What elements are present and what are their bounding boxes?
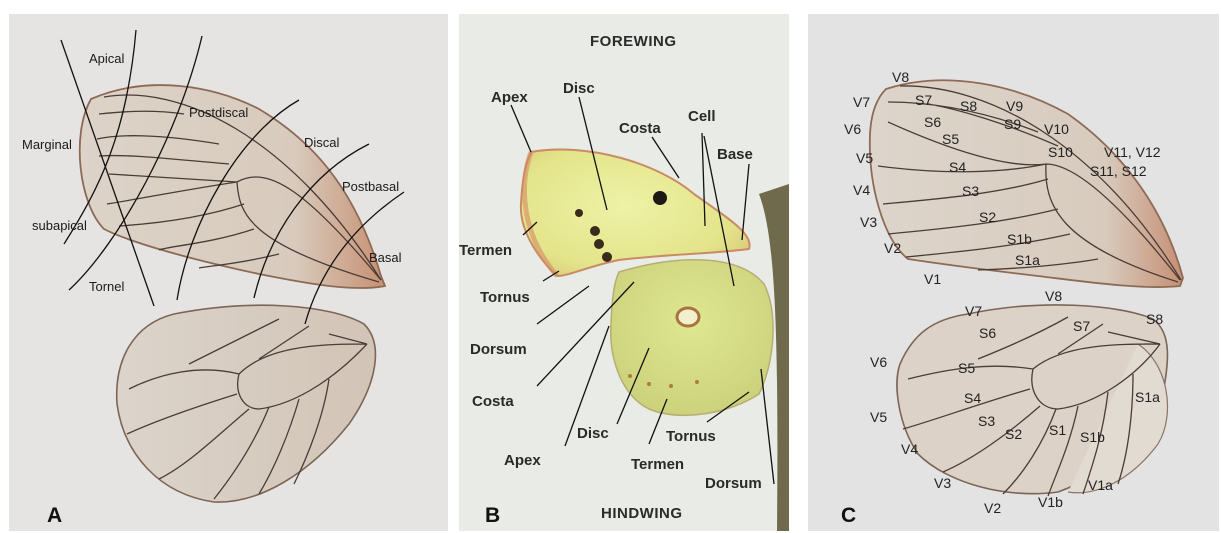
label-dorsum-forewing: Dorsum [470, 341, 527, 358]
hw-label-s3: S3 [978, 413, 995, 429]
forewing-spot-4 [602, 252, 612, 262]
hindwing-discal-spot [677, 308, 699, 326]
hw-label-s8: S8 [1146, 311, 1163, 327]
hw-label-s2: S2 [1005, 426, 1022, 442]
fw-label-v8: V8 [892, 69, 909, 85]
hw-label-v7: V7 [965, 303, 982, 319]
label-postbasal: Postbasal [342, 179, 399, 194]
hindwing-title: HINDWING [601, 505, 683, 522]
fw-label-s2: S2 [979, 209, 996, 225]
label-costa-forewing: Costa [619, 120, 661, 137]
label-base: Base [717, 146, 753, 163]
hw-label-v2: V2 [984, 500, 1001, 516]
hw-label-s6: S6 [979, 325, 996, 341]
panel-a-figure: Apical Postdiscal Marginal Discal Postba… [9, 14, 448, 531]
fw-label-v1: V1 [924, 271, 941, 287]
label-apical: Apical [89, 51, 125, 66]
fw-label-s4: S4 [949, 159, 966, 175]
fw-label-s1a: S1a [1015, 252, 1040, 268]
label-marginal: Marginal [22, 137, 72, 152]
forewing-discal-spot [653, 191, 667, 205]
fw-label-s5: S5 [942, 131, 959, 147]
label-dorsum-hindwing: Dorsum [705, 475, 762, 492]
forewing-spot-1 [575, 209, 583, 217]
fw-label-v2: V2 [884, 240, 901, 256]
fw-label-s7: S7 [915, 92, 932, 108]
label-disc-forewing: Disc [563, 80, 595, 97]
fw-label-v11-v12: V11, V12 [1104, 144, 1161, 160]
label-termen-hindwing: Termen [631, 456, 684, 473]
forewing-spot-3 [594, 239, 604, 249]
label-cell: Cell [688, 108, 716, 125]
hw-label-s5: S5 [958, 360, 975, 376]
label-tornel: Tornel [89, 279, 125, 294]
hw-label-s4: S4 [964, 390, 981, 406]
label-costa-hindwing: Costa [472, 393, 514, 410]
panel-letter-c: C [841, 504, 856, 527]
label-disc-hindwing: Disc [577, 425, 609, 442]
hw-label-v1b: V1b [1038, 494, 1063, 510]
fw-label-s6: S6 [924, 114, 941, 130]
forewing-spot-2 [590, 226, 600, 236]
panel-b-wing-margins: FOREWING HINDWING Apex Disc Costa Cell B… [459, 14, 789, 531]
panel-letter-b: B [485, 504, 500, 527]
fw-label-s1b: S1b [1007, 231, 1032, 247]
label-apex-forewing: Apex [491, 89, 528, 106]
label-subapical: subapical [32, 218, 87, 233]
fw-label-v9: V9 [1006, 98, 1023, 114]
label-termen-forewing: Termen [459, 242, 512, 259]
label-apex-hindwing: Apex [504, 452, 541, 469]
panel-letter-a: A [47, 504, 62, 527]
panel-b-figure: FOREWING HINDWING Apex Disc Costa Cell B… [459, 14, 789, 531]
fw-label-s9: S9 [1004, 116, 1021, 132]
hw-label-s1a: S1a [1135, 389, 1160, 405]
hindwing-dot-1 [628, 374, 632, 378]
hw-label-s1: S1 [1049, 422, 1066, 438]
hw-label-v6: V6 [870, 354, 887, 370]
hw-label-v4: V4 [901, 441, 918, 457]
label-tornus-hindwing: Tornus [666, 428, 716, 445]
label-tornus-forewing: Tornus [480, 289, 530, 306]
fw-label-s10: S10 [1048, 144, 1073, 160]
hw-label-v1a: V1a [1088, 477, 1113, 493]
label-discal: Discal [304, 135, 340, 150]
fw-label-v6: V6 [844, 121, 861, 137]
hw-label-s7: S7 [1073, 318, 1090, 334]
hindwing-dot-2 [647, 382, 651, 386]
panel-c-figure: V8 V7 S7 S8 V9 V6 S6 S9 V10 S5 V5 S10 V1… [808, 14, 1219, 531]
forewing-b [521, 150, 750, 276]
fw-label-s11-s12: S11, S12 [1090, 163, 1147, 179]
fw-label-s8: S8 [960, 98, 977, 114]
label-postdiscal: Postdiscal [189, 105, 248, 120]
fw-label-s3: S3 [962, 183, 979, 199]
fw-label-v7: V7 [853, 94, 870, 110]
hindwing-dot-3 [669, 384, 673, 388]
panel-c-venation: V8 V7 S7 S8 V9 V6 S6 S9 V10 S5 V5 S10 V1… [808, 14, 1219, 531]
hw-label-v8: V8 [1045, 288, 1062, 304]
hindwing-dot-4 [695, 380, 699, 384]
hw-label-v3: V3 [934, 475, 951, 491]
fw-label-v4: V4 [853, 182, 870, 198]
hw-label-v5: V5 [870, 409, 887, 425]
fw-label-v10: V10 [1044, 121, 1069, 137]
forewing-title: FOREWING [590, 33, 677, 50]
panel-a-wing-regions: Apical Postdiscal Marginal Discal Postba… [9, 14, 448, 531]
fw-label-v5: V5 [856, 150, 873, 166]
label-basal: Basal [369, 250, 402, 265]
hw-label-s1b: S1b [1080, 429, 1105, 445]
fw-label-v3: V3 [860, 214, 877, 230]
